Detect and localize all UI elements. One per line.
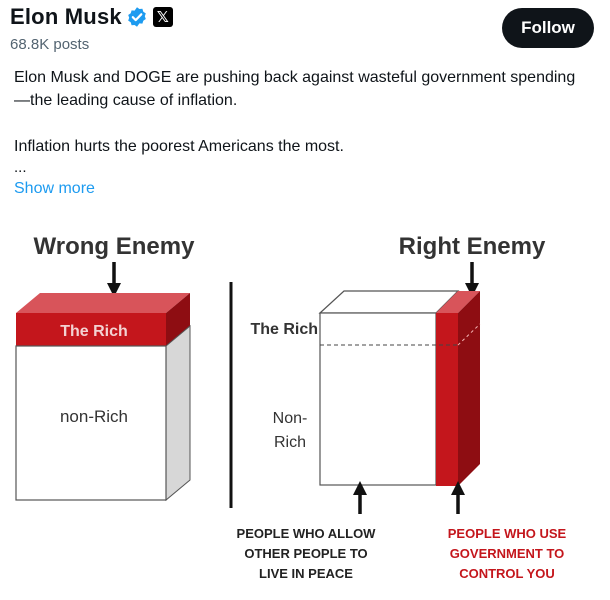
author-row: Elon Musk 𝕏: [10, 4, 173, 30]
caption-left-2: OTHER PEOPLE TO: [244, 546, 367, 561]
left-block-side: [165, 324, 191, 502]
rich-divider-dashed-side: [457, 323, 481, 346]
right-nonrich-label-2: Rich: [274, 434, 306, 451]
right-title: Right Enemy: [399, 233, 546, 260]
post-text: Elon Musk and DOGE are pushing back agai…: [14, 66, 584, 176]
follow-button[interactable]: Follow: [502, 8, 594, 48]
post-text-ellipsis: ...: [14, 159, 27, 176]
caption-right-1: PEOPLE WHO USE: [448, 526, 567, 541]
x-logo-icon: 𝕏: [152, 7, 173, 27]
post-text-line-1: Elon Musk and DOGE are pushing back agai…: [14, 69, 576, 109]
show-more-link[interactable]: Show more: [14, 180, 95, 197]
left-bottom-label: non-Rich: [60, 407, 128, 426]
right-white-top: [318, 290, 460, 314]
right-red-top: [436, 291, 480, 313]
post-count: 68.8K posts: [10, 36, 90, 53]
post-image[interactable]: Wrong Enemy The Rich non-Rich Right Enem…: [0, 218, 610, 598]
post-header: Elon Musk 𝕏 68.8K posts Follow: [0, 0, 610, 62]
left-top-label: The Rich: [60, 323, 128, 340]
right-red-front: [436, 313, 458, 486]
caption-left-3: LIVE IN PEACE: [259, 566, 353, 581]
left-slab-front: [16, 313, 166, 346]
right-nonrich-label-1: Non-: [273, 410, 308, 427]
caption-left-1: PEOPLE WHO ALLOW: [237, 526, 377, 541]
caption-right-2: GOVERNMENT TO: [450, 546, 565, 561]
left-slab-side: [166, 293, 190, 346]
right-rich-label: The Rich: [250, 321, 318, 338]
author-name[interactable]: Elon Musk: [10, 4, 122, 29]
verified-badge-icon: [128, 7, 146, 27]
right-white-front: [319, 312, 437, 486]
left-block-front: [15, 345, 167, 501]
meme-illustration: Wrong Enemy The Rich non-Rich Right Enem…: [15, 233, 567, 581]
left-slab-top: [16, 293, 190, 313]
left-title: Wrong Enemy: [34, 233, 196, 260]
caption-right-3: CONTROL YOU: [459, 566, 555, 581]
right-red-side: [458, 291, 480, 486]
post-text-line-2: Inflation hurts the poorest Americans th…: [14, 138, 344, 155]
